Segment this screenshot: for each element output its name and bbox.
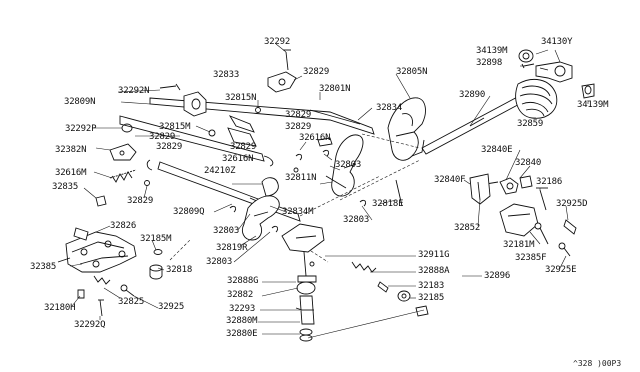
part-label: 32818 <box>166 265 193 275</box>
part-label: 32834 <box>376 103 403 113</box>
part-label: 32829 <box>285 110 312 120</box>
part-label: 32834M <box>282 207 314 217</box>
part-label: 32911G <box>418 250 450 260</box>
bushing-32185M <box>153 249 163 255</box>
part-label: 32180H <box>44 303 76 313</box>
part-label: 34130Y <box>541 37 573 47</box>
bushing-32840 <box>485 175 533 195</box>
part-label: 32385F <box>515 253 547 263</box>
part-label: 32292Q <box>74 320 106 330</box>
shift-fork-lower <box>241 195 280 241</box>
part-label: 32925 <box>158 302 185 312</box>
part-label: 32809N <box>64 97 96 107</box>
bracket-32809N <box>159 83 207 117</box>
figure-code: ^328 )00P3 <box>573 359 622 368</box>
part-label: 32815N <box>225 93 257 103</box>
bolt-32925D <box>563 219 577 235</box>
bushing-34139M-top <box>518 49 534 63</box>
bushing-32818 <box>149 264 163 280</box>
part-label: 32840 <box>515 158 542 168</box>
part-label: 32292P <box>65 124 97 134</box>
part-label: 32880E <box>226 329 258 339</box>
lever-32833 <box>267 49 297 93</box>
part-label: 32811N <box>285 173 317 183</box>
part-label: 32829 <box>156 142 183 152</box>
part-label: 32382N <box>55 145 87 155</box>
part-label: 34139M <box>577 100 609 110</box>
part-label: 32616M <box>55 168 87 178</box>
part-label: 32185 <box>418 293 445 303</box>
small-parts <box>95 107 403 233</box>
pin-32292Q <box>98 299 104 317</box>
part-label: 32882 <box>227 290 254 300</box>
part-label: 32809Q <box>173 207 205 217</box>
part-label: 32888G <box>227 276 259 286</box>
bushing-32185 <box>397 290 429 317</box>
part-label: 32840E <box>481 145 513 155</box>
part-label: 32803 <box>213 226 240 236</box>
part-label: 32898 <box>476 58 503 68</box>
bracket-32852 <box>469 173 491 205</box>
shift-fork-32805N <box>387 97 426 161</box>
part-label: 32616N <box>299 133 331 143</box>
part-label: 32840F <box>434 175 466 185</box>
part-label: 32181M <box>503 240 535 250</box>
part-label: 32803 <box>343 215 370 225</box>
part-label: 32803 <box>206 257 233 267</box>
bracket-34130Y <box>535 61 573 83</box>
pin-32183 <box>377 281 389 293</box>
part-label: 32829 <box>127 196 154 206</box>
part-label: 32829 <box>230 142 257 152</box>
part-label: 32185M <box>140 234 172 244</box>
plug-32180H <box>77 289 85 299</box>
shift-fork-small <box>261 177 279 197</box>
bolt-32925 <box>120 284 135 297</box>
part-label: 32835 <box>52 182 79 192</box>
part-label: 32805N <box>396 67 428 77</box>
leader-lines <box>69 43 589 339</box>
part-label: 32888A <box>418 266 450 276</box>
part-label: 32890 <box>459 90 486 100</box>
part-label: 32925D <box>556 199 588 209</box>
shift-rod-middle <box>119 115 274 167</box>
part-label: 32829 <box>303 67 330 77</box>
shift-fork-center <box>325 134 364 197</box>
part-label: 32186 <box>536 177 563 187</box>
part-label: 34139M <box>476 46 508 56</box>
part-label: 32815M <box>159 122 191 132</box>
part-label: 32859 <box>517 119 544 129</box>
control-lever-housing <box>57 227 137 273</box>
part-label: 32292 <box>264 37 291 47</box>
part-label: 32829 <box>149 132 176 142</box>
part-label: 32616N <box>222 154 254 164</box>
part-label: 32292N <box>118 86 150 96</box>
part-label: 32825 <box>118 297 145 307</box>
part-label: 32829 <box>285 122 312 132</box>
part-label: 32826 <box>110 221 137 231</box>
bracket-32382N <box>109 143 137 161</box>
part-label: 32385 <box>30 262 57 272</box>
part-label: 32852 <box>454 223 481 233</box>
part-label: 32880M <box>226 316 258 326</box>
part-label: 32819R <box>216 243 248 253</box>
part-label: 32801N <box>319 84 351 94</box>
bushing-34139M-right <box>581 83 595 99</box>
bolt-32385F <box>534 222 549 245</box>
bolt-32925E <box>558 242 571 257</box>
part-label: 32833 <box>213 70 240 80</box>
part-label: 32183 <box>418 281 445 291</box>
part-label: 32293 <box>229 304 256 314</box>
spring-32825 <box>93 275 111 285</box>
striking-lever-32896 <box>281 223 325 342</box>
spring-32888A <box>351 261 377 273</box>
boot-32859 <box>515 78 558 119</box>
part-label: 24210Z <box>204 166 236 176</box>
part-label: 32925E <box>545 265 577 275</box>
part-label: 32818E <box>372 199 404 209</box>
part-label: 32896 <box>484 271 511 281</box>
part-label: 32803 <box>335 160 362 170</box>
